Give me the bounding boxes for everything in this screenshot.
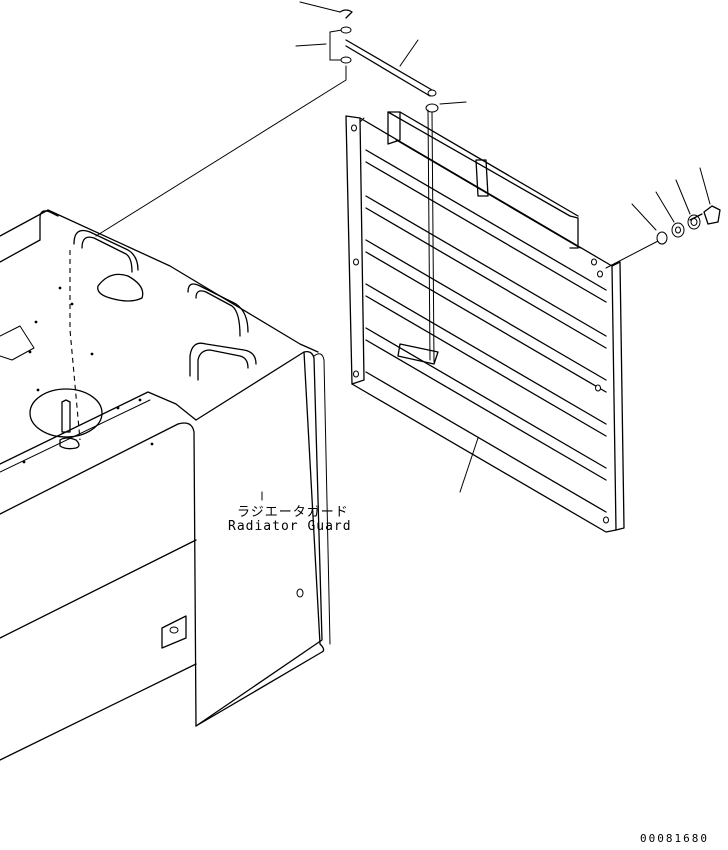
- part-label-jp: ラジエータガード: [237, 505, 349, 520]
- radiator-housing: [0, 209, 331, 761]
- washer-icon: [656, 231, 668, 245]
- rod-assembly: [295, 1, 467, 113]
- part-label-en: Radiator Guard: [228, 519, 352, 534]
- mounting-hardware: [605, 167, 721, 269]
- drawing-number: 00081680: [640, 832, 709, 845]
- assembly-leader-line: [95, 65, 347, 237]
- bolt-icon: [703, 205, 721, 225]
- radiator-guard-grille: [345, 109, 625, 533]
- hidden-line: [69, 250, 81, 441]
